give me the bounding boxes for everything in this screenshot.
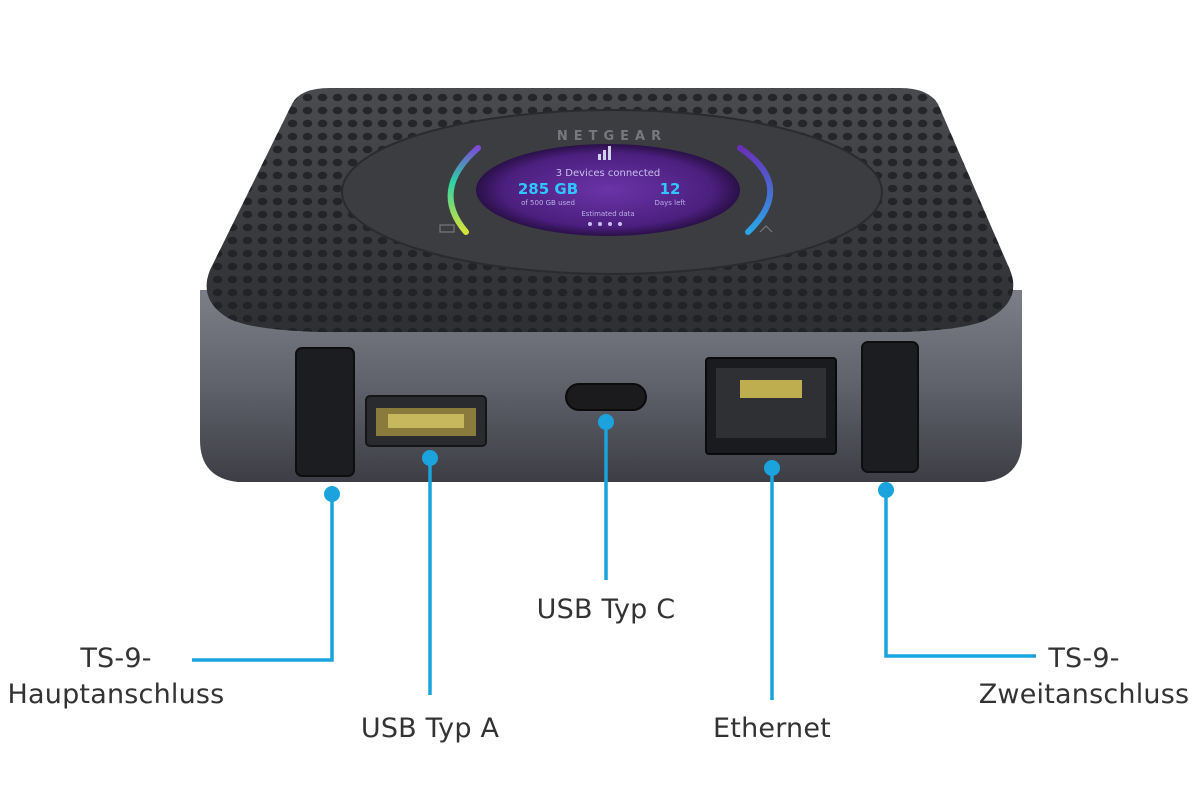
callout-dot-ts9-second [878,482,894,498]
label-ts9-main-line2: Hauptanschluss [7,679,225,710]
page-dots [588,222,622,226]
ts9-secondary-port [861,341,919,473]
label-ts9-main: TS-9- Hauptanschluss [0,641,232,713]
status-arc-left [447,145,481,235]
screen-footer: Estimated data [581,210,634,218]
label-ts9-second-line2: Zweitanschluss [978,679,1190,710]
usb-a-port [365,395,487,447]
wifi-small-icon [759,225,773,233]
screen-data-caption: of 500 GB used [521,199,575,207]
label-usb-c: USB Typ C [536,594,676,625]
ts9-main-port [295,347,355,477]
label-ts9-second: TS-9- Zweitanschluss [968,641,1200,713]
status-arc-right [737,145,774,235]
label-ts9-main-line1: TS-9- [80,643,152,674]
callout-line-ts9-second [884,490,1036,658]
screen-data-used: 285 GB [518,180,578,198]
router-device: NETGEAR 3 Devices connected 285 GB of 50… [200,88,1022,482]
callout-dot-ts9-main [324,486,340,502]
callout-dot-usb-c [598,414,614,430]
battery-icon [439,224,455,233]
usb-c-port [565,383,647,411]
screen-days-caption: Days left [654,199,685,207]
label-ethernet: Ethernet [713,713,831,744]
ethernet-port [705,357,837,455]
callout-dot-ethernet [764,460,780,476]
label-usb-a: USB Typ A [360,713,500,744]
callout-line-ts9-main [192,494,334,662]
brand-logo: NETGEAR [557,129,667,144]
callout-dot-usb-a [422,450,438,466]
lcd-screen [476,144,740,236]
label-ts9-second-line1: TS-9- [1048,643,1120,674]
screen-headline: 3 Devices connected [556,168,661,179]
screen-days-left: 12 [660,180,681,198]
signal-icon [598,146,611,160]
